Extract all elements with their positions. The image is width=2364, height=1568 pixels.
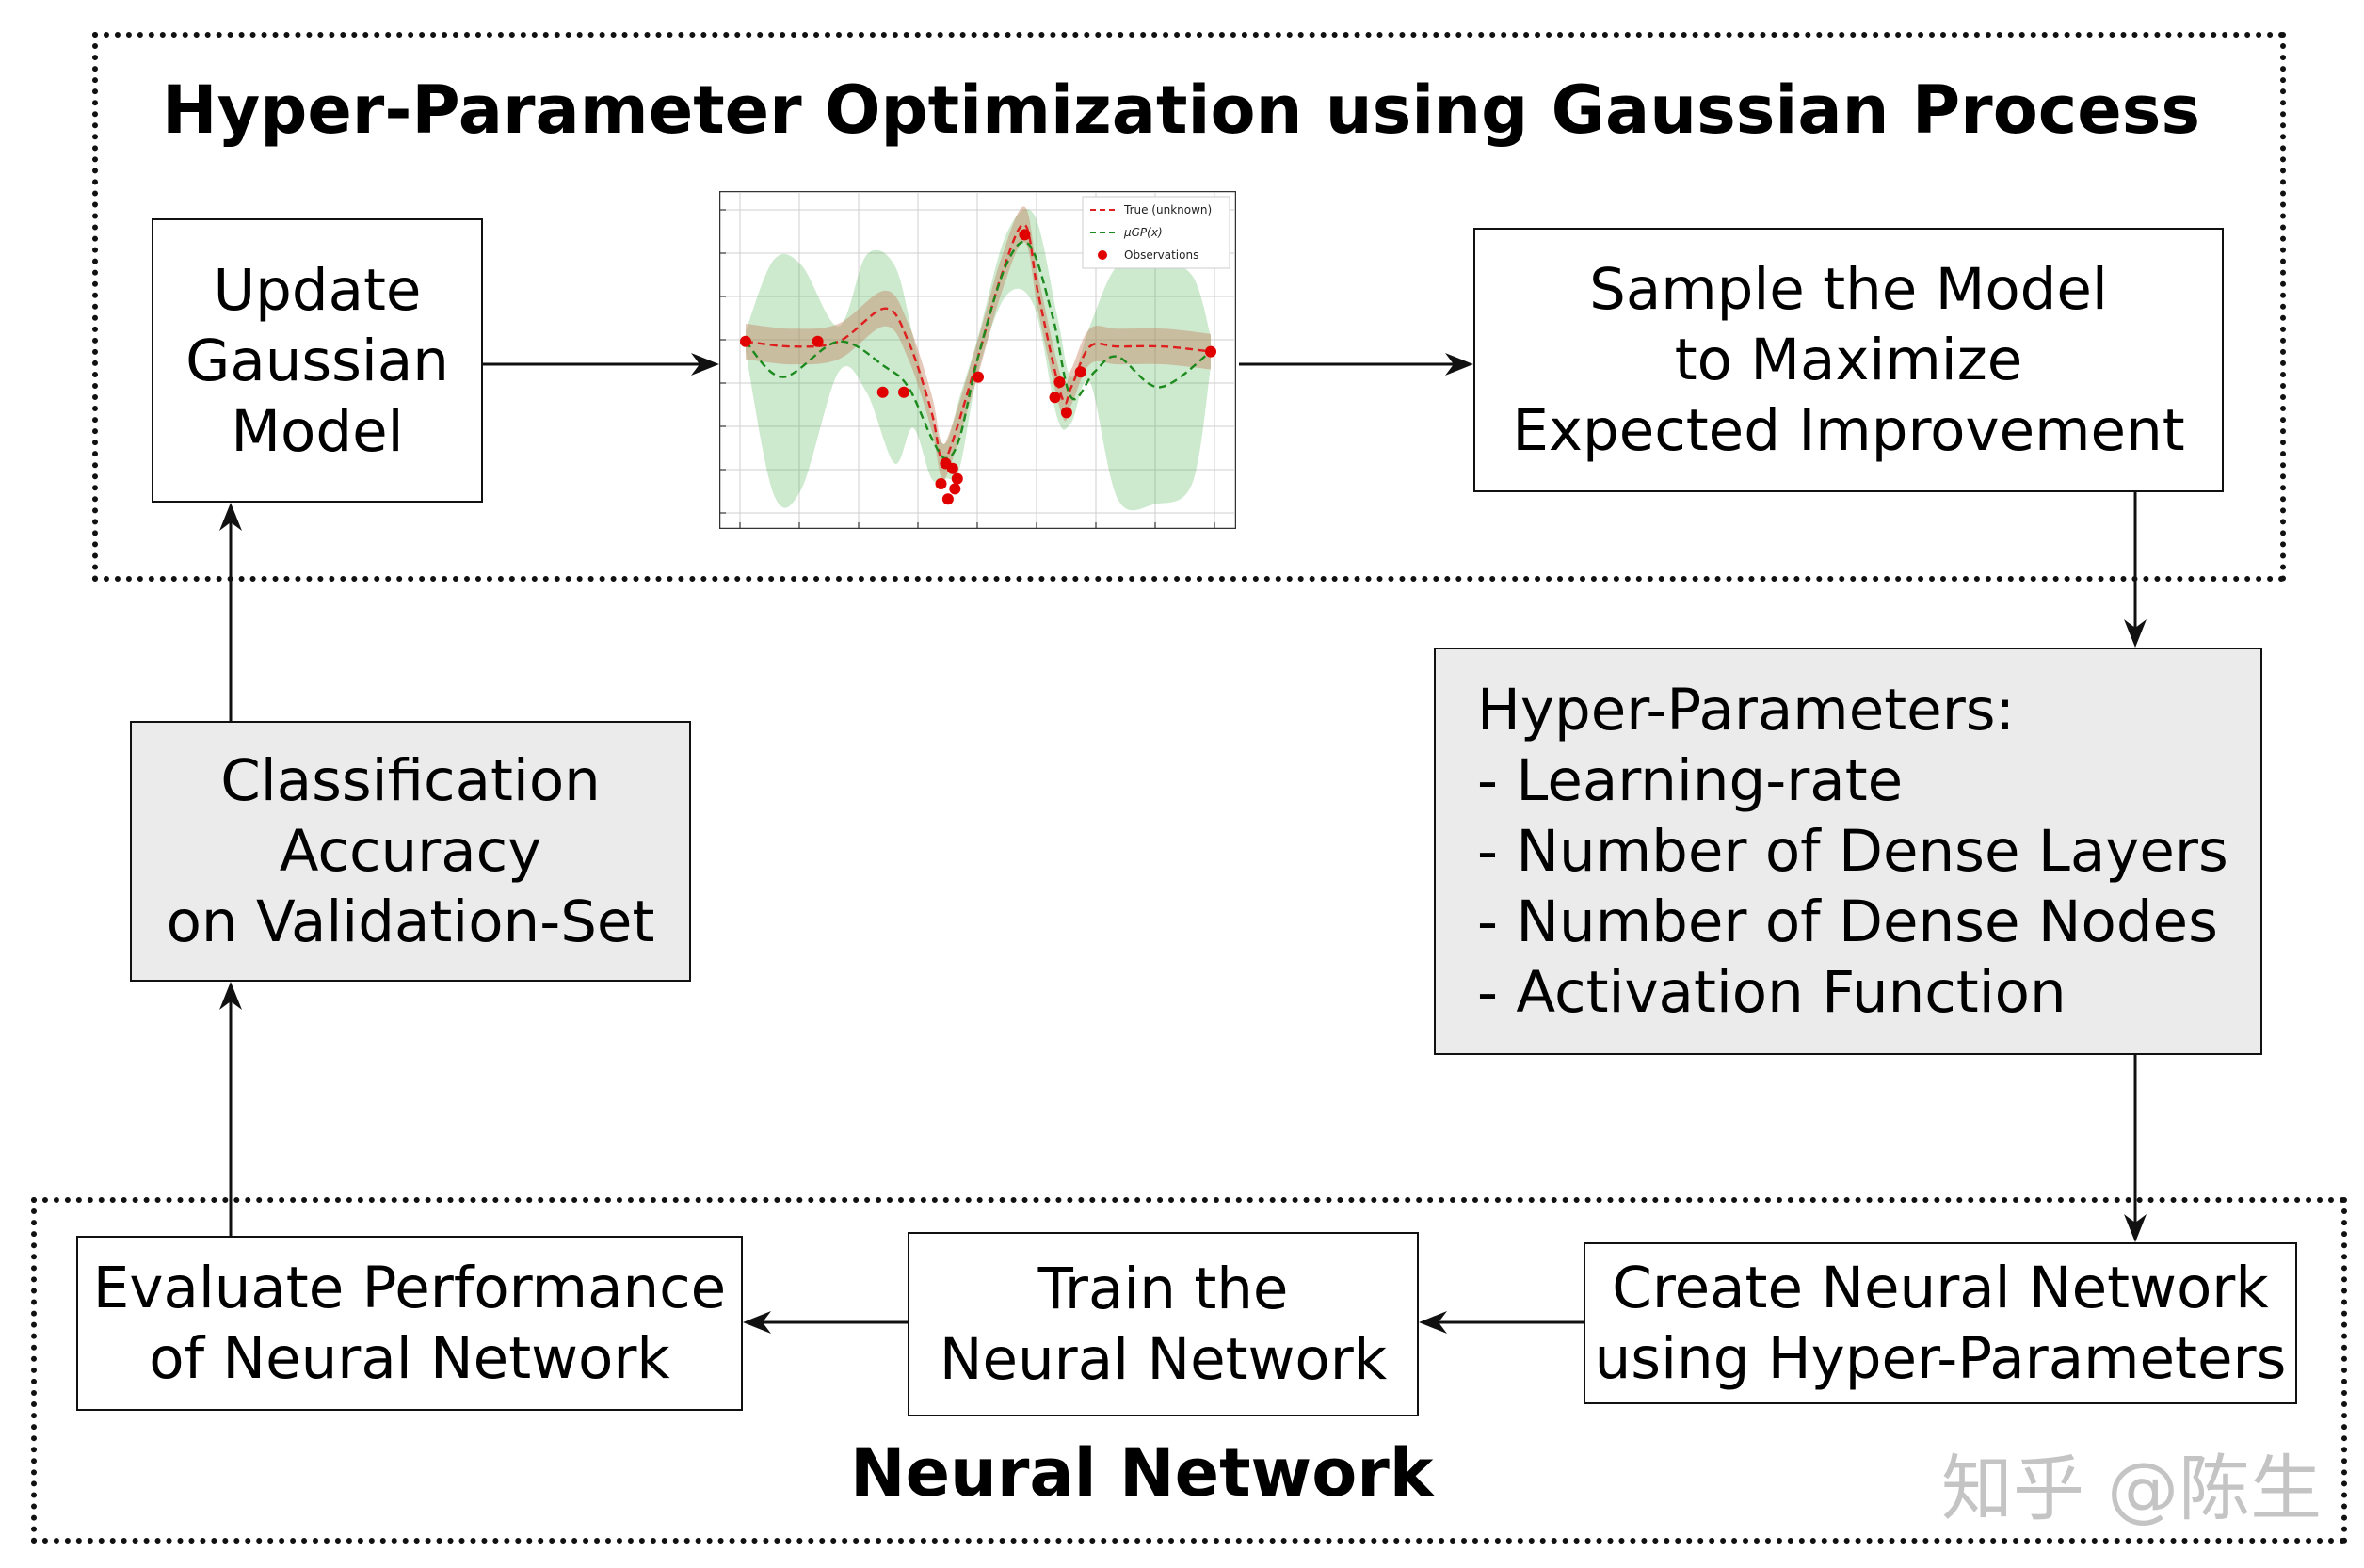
box-line: - Learning-rate bbox=[1477, 747, 1904, 814]
evaluate-performance-box: Evaluate Performance of Neural Network bbox=[76, 1236, 743, 1411]
box-line: Evaluate Performance bbox=[92, 1255, 727, 1321]
box-line: Neural Network bbox=[939, 1326, 1388, 1393]
observation-point bbox=[941, 493, 954, 505]
observation-point bbox=[812, 335, 824, 347]
plot-legend: True (unknown) μGP(x) Observations bbox=[1082, 196, 1230, 269]
box-line: Gaussian bbox=[185, 327, 449, 394]
observation-point bbox=[1053, 376, 1066, 388]
box-line: Sample the Model bbox=[1589, 256, 2108, 323]
box-line: using Hyper-Parameters bbox=[1594, 1325, 2287, 1392]
gaussian-process-plot: True (unknown) μGP(x) Observations bbox=[719, 191, 1236, 529]
observation-point bbox=[1205, 345, 1216, 358]
true-function-band bbox=[746, 206, 1211, 481]
legend-observations-label: Observations bbox=[1124, 248, 1198, 262]
train-network-box: Train the Neural Network bbox=[908, 1232, 1419, 1416]
observation-point bbox=[951, 472, 963, 485]
observations-points bbox=[740, 229, 1216, 505]
legend-observations-swatch bbox=[1098, 250, 1107, 260]
gp-optimization-title: Hyper-Parameter Optimization using Gauss… bbox=[162, 72, 2201, 149]
box-line: on Validation-Set bbox=[166, 888, 655, 955]
observation-point bbox=[1074, 366, 1086, 378]
observation-point bbox=[946, 462, 958, 474]
box-line: Model bbox=[231, 397, 404, 465]
box-line: Expected Improvement bbox=[1512, 397, 2185, 464]
box-line: Hyper-Parameters: bbox=[1477, 677, 2016, 744]
hyper-parameters-box: Hyper-Parameters: - Learning-rate - Numb… bbox=[1434, 648, 2262, 1055]
sample-model-box: Sample the Model to Maximize Expected Im… bbox=[1473, 228, 2224, 492]
observation-point bbox=[740, 335, 751, 347]
observation-point bbox=[973, 371, 984, 383]
observation-point bbox=[898, 386, 909, 398]
series-gp-mean bbox=[745, 240, 1212, 460]
legend-frame bbox=[1082, 196, 1230, 269]
observation-point bbox=[876, 386, 889, 398]
box-line: of Neural Network bbox=[149, 1325, 670, 1392]
box-line: - Number of Dense Nodes bbox=[1477, 888, 2218, 955]
box-line: Classification bbox=[220, 747, 601, 814]
observation-point bbox=[1049, 392, 1061, 404]
neural-network-title: Neural Network bbox=[850, 1434, 1434, 1512]
neural-network-region bbox=[31, 1197, 2347, 1544]
box-line: Train the bbox=[1037, 1256, 1289, 1322]
box-line: to Maximize bbox=[1674, 327, 2023, 393]
observation-point bbox=[935, 478, 947, 489]
box-line: Accuracy bbox=[279, 818, 542, 885]
classification-accuracy-box: Classification Accuracy on Validation-Se… bbox=[130, 721, 691, 982]
box-line: Update bbox=[213, 256, 422, 324]
observation-point bbox=[1060, 407, 1072, 419]
update-gaussian-model-box: Update Gaussian Model bbox=[152, 218, 483, 503]
box-line: - Activation Function bbox=[1477, 959, 2066, 1026]
box-line: - Number of Dense Layers bbox=[1477, 818, 2228, 885]
legend-true-label: True (unknown) bbox=[1123, 203, 1212, 216]
gp-optimization-region bbox=[92, 32, 2286, 582]
observation-point bbox=[1019, 229, 1031, 241]
watermark: 知乎 @陈生 bbox=[1941, 1447, 2323, 1530]
series-true-unknown bbox=[745, 223, 1212, 464]
box-line: Create Neural Network bbox=[1612, 1255, 2269, 1321]
legend-gp-label: μGP(x) bbox=[1123, 226, 1163, 239]
create-network-box: Create Neural Network using Hyper-Parame… bbox=[1584, 1242, 2297, 1404]
observation-point bbox=[949, 483, 961, 495]
